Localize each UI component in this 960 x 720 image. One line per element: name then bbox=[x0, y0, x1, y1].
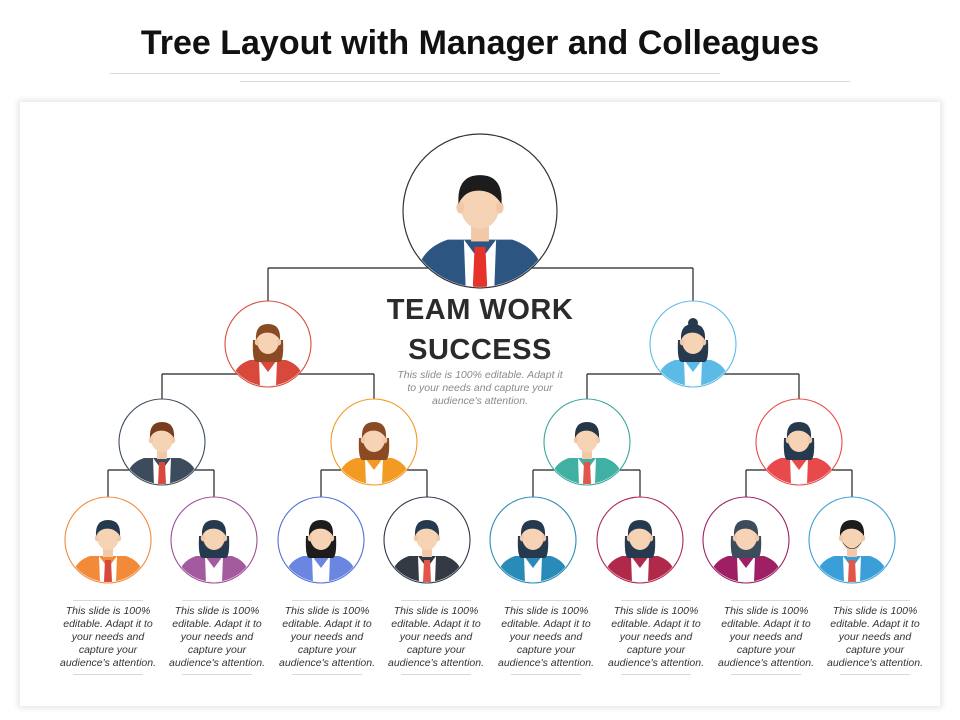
title-underline bbox=[110, 73, 720, 74]
leaf-description-7: This slide is 100% editable. Adapt it to… bbox=[714, 600, 818, 675]
leaf-description-6: This slide is 100% editable. Adapt it to… bbox=[604, 600, 708, 675]
woman-avatar-icon bbox=[224, 300, 312, 388]
man-avatar-icon bbox=[543, 398, 631, 486]
man-avatar-icon bbox=[118, 398, 206, 486]
man-avatar-icon bbox=[64, 496, 152, 584]
man-beard-avatar-icon bbox=[808, 496, 896, 584]
leaf-description-5: This slide is 100% editable. Adapt it to… bbox=[494, 600, 598, 675]
woman-ponytail-avatar-icon bbox=[170, 496, 258, 584]
man-suit-avatar-icon bbox=[383, 496, 471, 584]
woman-avatar-icon bbox=[702, 496, 790, 584]
leaf-description-8: This slide is 100% editable. Adapt it to… bbox=[823, 600, 927, 675]
center-heading-line1: TEAM WORK bbox=[386, 294, 574, 326]
slide-title: Tree Layout with Manager and Colleagues bbox=[140, 24, 820, 62]
center-description: This slide is 100% editable. Adapt it to… bbox=[397, 369, 563, 407]
woman-curly-avatar-icon bbox=[489, 496, 577, 584]
leaf-description-2: This slide is 100% editable. Adapt it to… bbox=[165, 600, 269, 675]
woman-avatar-icon bbox=[755, 398, 843, 486]
woman-bun-avatar-icon bbox=[649, 300, 737, 388]
tree-avatars bbox=[64, 133, 896, 584]
woman-avatar-icon bbox=[330, 398, 418, 486]
center-heading-line2: SUCCESS bbox=[408, 334, 552, 366]
woman-avatar-icon bbox=[596, 496, 684, 584]
manager-avatar-icon bbox=[402, 133, 558, 289]
woman-avatar-icon bbox=[277, 496, 365, 584]
leaf-description-1: This slide is 100% editable. Adapt it to… bbox=[56, 600, 160, 675]
center-heading: TEAM WORK SUCCESS bbox=[380, 290, 580, 370]
leaf-description-4: This slide is 100% editable. Adapt it to… bbox=[384, 600, 488, 675]
leaf-description-3: This slide is 100% editable. Adapt it to… bbox=[275, 600, 379, 675]
title-underline-offset bbox=[240, 81, 850, 82]
